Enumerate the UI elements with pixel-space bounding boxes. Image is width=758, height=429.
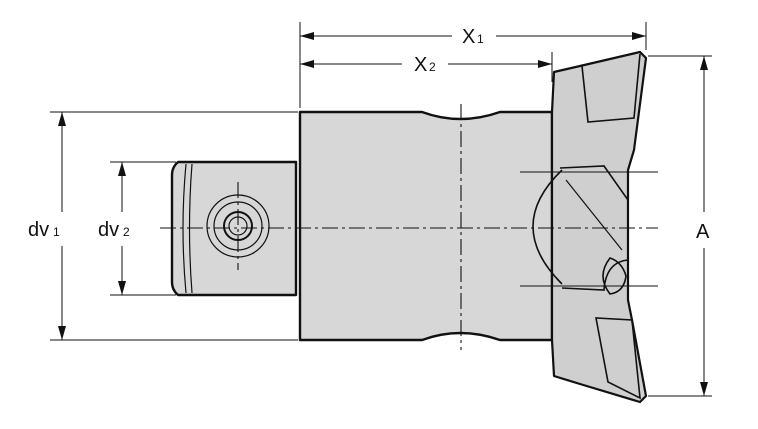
dv1-label-sub: 1 (53, 225, 60, 239)
middle-insert (559, 165, 629, 291)
x2-arrow-left (300, 60, 314, 68)
dimension-a: A (696, 56, 710, 396)
main-body (298, 110, 554, 342)
dimension-dv1: dv 1 (28, 112, 66, 340)
body-outline (298, 110, 554, 342)
dimension-x2: X 2 (300, 54, 552, 76)
x2-label-sub: 2 (429, 60, 436, 74)
middle-insert-diag (565, 179, 623, 251)
dv1-label-main: dv (28, 219, 49, 241)
chip-pocket-arc (532, 169, 563, 285)
dv1-arrow-top (58, 112, 66, 126)
dv2-label-sub: 2 (123, 225, 130, 239)
x1-label-main: X (462, 26, 475, 48)
x1-label-sub: 1 (477, 32, 484, 46)
dv2-arrow-bottom (118, 281, 126, 295)
head-outline (550, 50, 648, 404)
cutter-head (520, 50, 658, 404)
dimension-x1: X 1 (300, 26, 646, 48)
a-label: A (696, 221, 710, 243)
x1-arrow-right (632, 32, 646, 40)
x1-arrow-left (300, 32, 314, 40)
x2-arrow-right (538, 60, 552, 68)
a-arrow-top (700, 56, 708, 70)
a-arrow-bottom (700, 382, 708, 396)
dv1-arrow-bottom (58, 326, 66, 340)
lower-insert (595, 317, 641, 400)
upper-insert (581, 53, 641, 123)
insert-clamp (602, 257, 627, 295)
x2-label-main: X (414, 54, 427, 76)
dv2-arrow-top (118, 162, 126, 176)
dv2-label-main: dv (98, 219, 119, 241)
dimension-dv2: dv 2 (98, 162, 130, 295)
